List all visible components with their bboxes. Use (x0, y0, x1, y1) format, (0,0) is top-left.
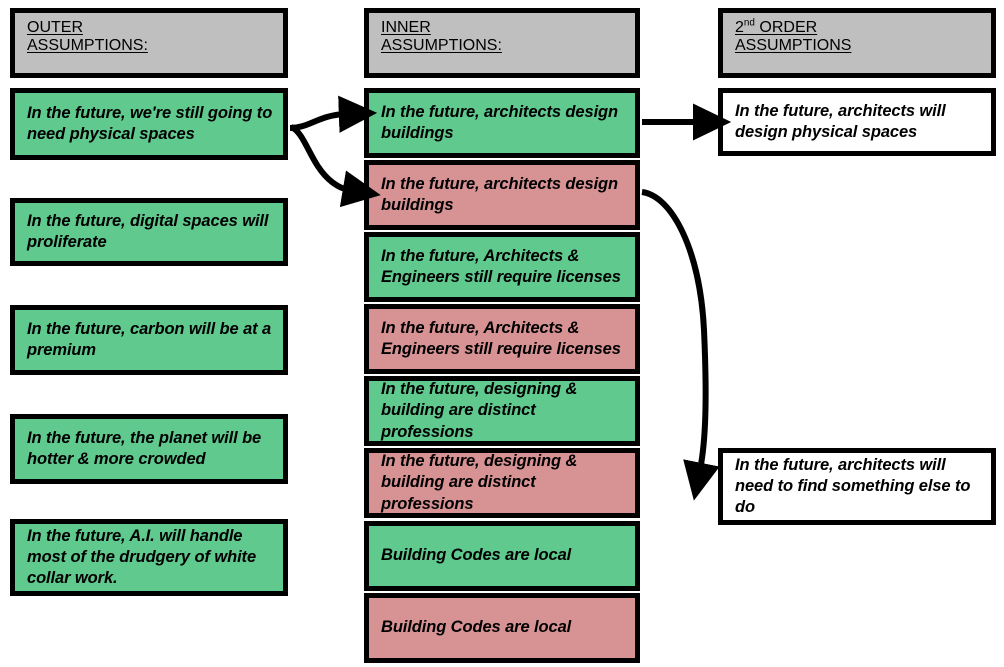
inner-item-7[interactable]: Building Codes are local (364, 593, 640, 663)
inner-item-0-label: In the future, architects design buildin… (381, 102, 619, 142)
outer-item-2[interactable]: In the future, carbon will be at a premi… (10, 305, 288, 375)
column-header-inner-line2: ASSUMPTIONS: (381, 37, 502, 54)
outer-item-3-label: In the future, the planet will be hotter… (27, 428, 262, 468)
second-order-item-1-label: In the future, architects will need to f… (735, 455, 971, 517)
outer-item-2-label: In the future, carbon will be at a premi… (27, 319, 272, 359)
inner-item-2-label: In the future, Architects & Engineers st… (381, 246, 621, 286)
second-order-item-1[interactable]: In the future, architects will need to f… (718, 448, 996, 525)
column-header-outer-line1: OUTER (27, 19, 83, 36)
inner-item-3-label: In the future, Architects & Engineers st… (381, 318, 621, 358)
outer-item-1[interactable]: In the future, digital spaces will proli… (10, 198, 288, 266)
column-header-inner: INNER ASSUMPTIONS: (364, 8, 640, 78)
connector-inner1-to-secondorder1 (641, 189, 720, 501)
inner-item-5-label: In the future, designing & building are … (381, 452, 578, 513)
inner-item-3[interactable]: In the future, Architects & Engineers st… (364, 304, 640, 374)
second-order-order-word: ORDER (754, 19, 818, 36)
second-order-item-0[interactable]: In the future, architects will design ph… (718, 88, 996, 156)
inner-item-1-label: In the future, architects design buildin… (381, 174, 619, 214)
outer-item-0-label: In the future, we're still going to need… (27, 103, 273, 143)
inner-item-6-label: Building Codes are local (381, 546, 572, 565)
column-header-outer-line2: ASSUMPTIONS: (27, 37, 148, 54)
inner-item-1[interactable]: In the future, architects design buildin… (364, 160, 640, 230)
inner-item-4[interactable]: In the future, designing & building are … (364, 376, 640, 446)
outer-item-1-label: In the future, digital spaces will proli… (27, 211, 269, 251)
inner-item-2[interactable]: In the future, Architects & Engineers st… (364, 232, 640, 302)
inner-item-4-label: In the future, designing & building are … (381, 380, 578, 441)
second-order-ordinal-suffix: nd (743, 17, 755, 29)
outer-item-4[interactable]: In the future, A.I. will handle most of … (10, 519, 288, 596)
second-order-item-0-label: In the future, architects will design ph… (735, 101, 946, 141)
column-header-second-order-line2: ASSUMPTIONS (735, 37, 852, 54)
column-header-outer: OUTER ASSUMPTIONS: (10, 8, 288, 78)
inner-item-0[interactable]: In the future, architects design buildin… (364, 88, 640, 158)
second-order-number: 2 (735, 19, 744, 36)
inner-item-5[interactable]: In the future, designing & building are … (364, 448, 640, 518)
inner-item-7-label: Building Codes are local (381, 618, 572, 637)
connector-outer0-to-inner0 (289, 95, 378, 133)
column-header-inner-line1: INNER (381, 19, 431, 36)
outer-item-3[interactable]: In the future, the planet will be hotter… (10, 414, 288, 484)
outer-item-4-label: In the future, A.I. will handle most of … (27, 526, 257, 588)
inner-item-6[interactable]: Building Codes are local (364, 521, 640, 591)
column-header-second-order: 2nd ORDER ASSUMPTIONS (718, 8, 996, 78)
outer-item-0[interactable]: In the future, we're still going to need… (10, 88, 288, 160)
connector-outer0-to-inner1 (289, 124, 381, 208)
column-header-second-order-line1: 2nd ORDER (735, 17, 851, 37)
